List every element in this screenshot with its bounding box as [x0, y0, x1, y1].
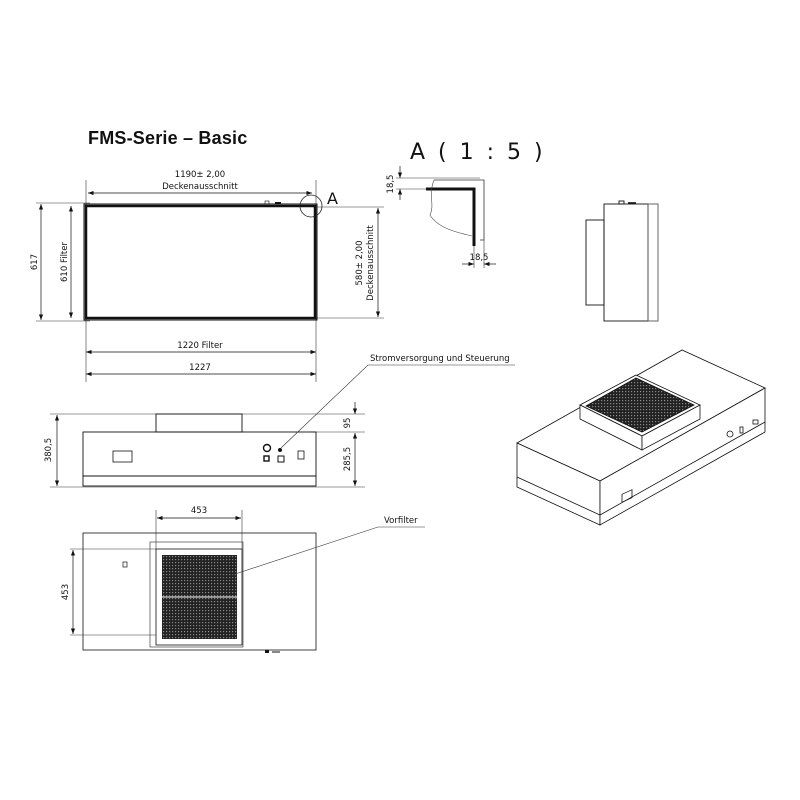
dim-height-filter: 610 Filter — [60, 242, 70, 282]
dim-front-height-overall: 380,5 — [44, 438, 54, 462]
detail-callout-letter: A — [327, 189, 338, 208]
detail-dim-horizontal: 18,5 — [470, 253, 489, 263]
isometric-view — [516, 349, 766, 526]
top-view: A 1190± 2,00 Deckenausschnitt 617 610 Fi… — [30, 170, 384, 382]
dim-width-cutout-label: Deckenausschnitt — [162, 182, 238, 192]
dim-height-cutout-label: Deckenausschnitt — [366, 225, 376, 301]
dim-width-overall: 1227 — [189, 363, 211, 373]
detail-a-title: A ( 1 : 5 ) — [410, 140, 546, 165]
dim-prefilter-height: 453 — [61, 584, 71, 600]
dim-front-height-body: 285,5 — [343, 447, 353, 471]
bottom-view: 453 453 Vorfilter — [61, 506, 425, 653]
front-view: 380,5 95 285,5 Stromversorgung und Steue… — [44, 354, 515, 488]
dim-width-cutout: 1190± 2,00 — [175, 170, 225, 180]
detail-a-view: 18,5 18,5 — [386, 166, 496, 268]
dim-prefilter-width: 453 — [191, 506, 207, 516]
callout-prefilter: Vorfilter — [384, 516, 418, 526]
dim-front-height-top: 95 — [343, 418, 353, 429]
side-view — [585, 200, 659, 322]
detail-dim-vertical: 18,5 — [386, 175, 396, 194]
dim-height-cutout: 580± 2,00 — [355, 241, 365, 286]
dim-height-overall: 617 — [30, 254, 40, 270]
callout-power-control: Stromversorgung und Steuerung — [370, 354, 510, 364]
dim-width-filter: 1220 Filter — [177, 341, 223, 351]
drawing-title: FMS-Serie – Basic — [88, 128, 248, 148]
